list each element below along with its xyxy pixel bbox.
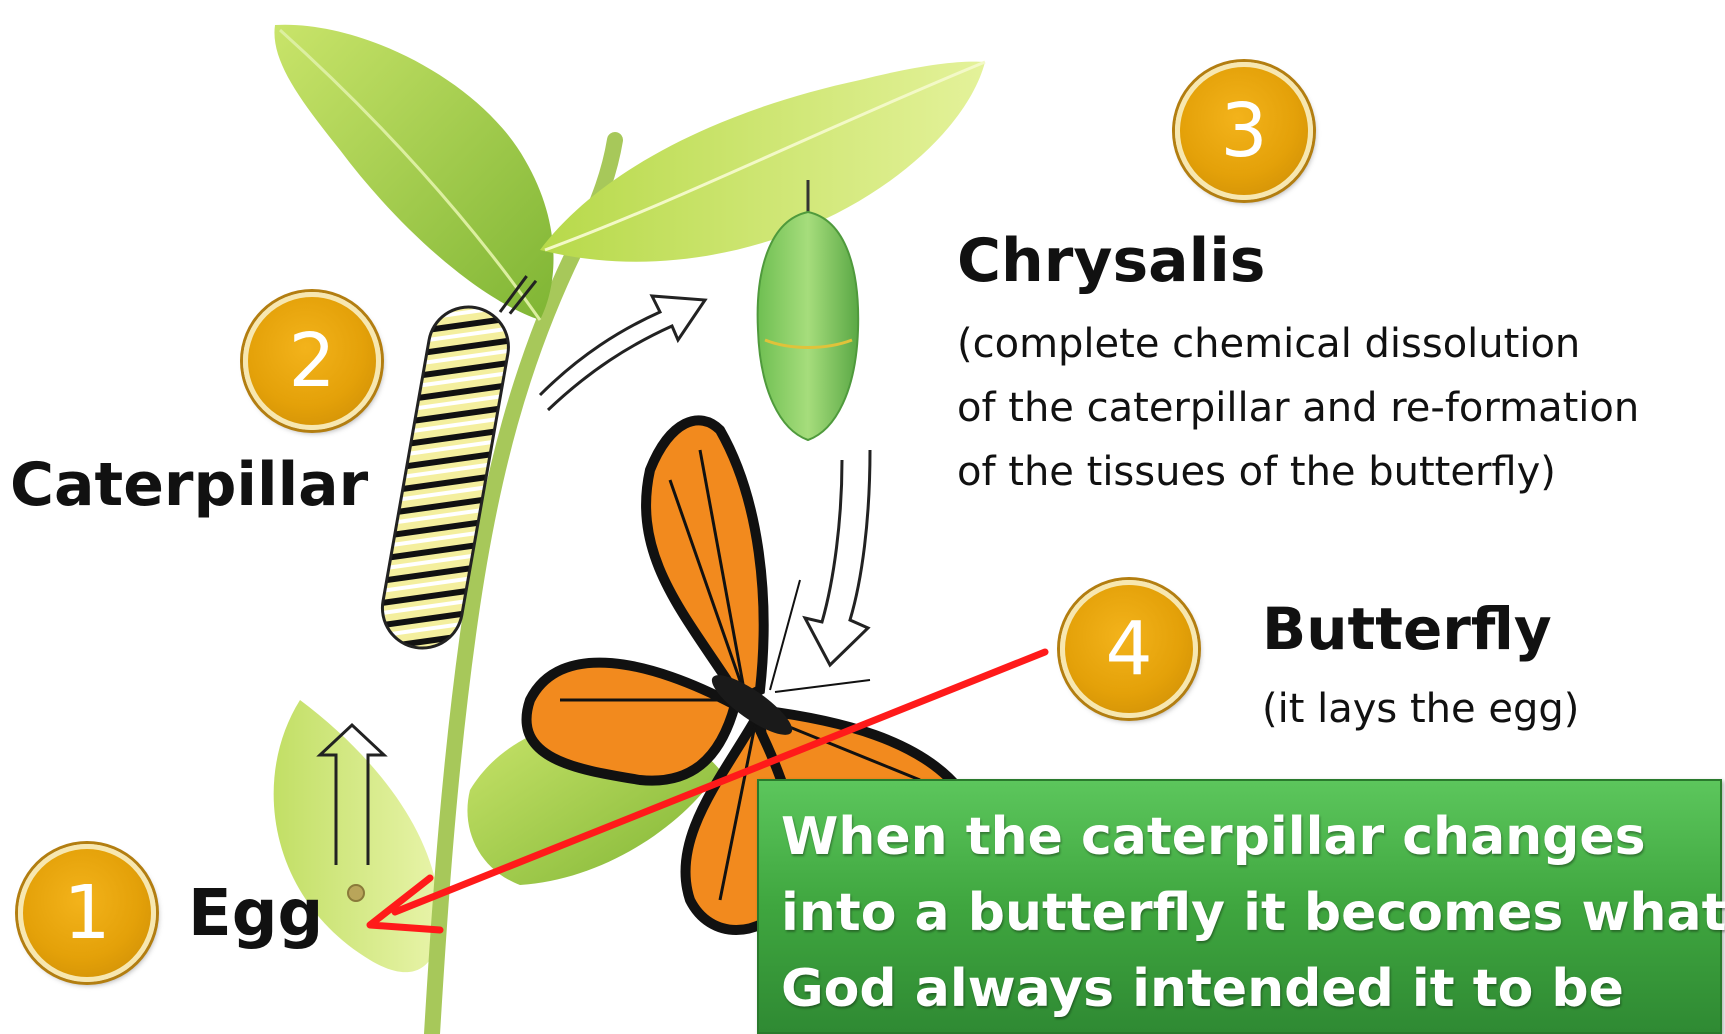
arrow-caterpillar-to-chrysalis — [540, 296, 705, 410]
callout-line: God always intended it to be — [781, 951, 1698, 1027]
stage-3-badge: 3 — [1175, 62, 1313, 200]
caterpillar — [376, 261, 536, 657]
top-left-leaf — [274, 25, 553, 320]
stage-2-title: Caterpillar — [10, 450, 368, 520]
stage-3-description-line: (complete chemical dissolution — [957, 312, 1639, 376]
egg — [348, 885, 364, 901]
callout-line: When the caterpillar changes — [781, 799, 1698, 875]
stage-4-title: Butterfly — [1262, 595, 1552, 663]
stage-3-title: Chrysalis — [957, 226, 1266, 296]
callout-line: into a butterfly it becomes what — [781, 875, 1698, 951]
stage-1-title: Egg — [188, 877, 323, 951]
stage-3-description: (complete chemical dissolution of the ca… — [957, 312, 1639, 504]
stage-1-badge: 1 — [18, 844, 156, 982]
stage-4-description: (it lays the egg) — [1262, 684, 1579, 734]
message-callout: When the caterpillar changes into a butt… — [757, 779, 1722, 1034]
arrow-chrysalis-to-butterfly — [805, 450, 870, 665]
stage-2-badge: 2 — [243, 292, 381, 430]
stage-4-badge: 4 — [1060, 580, 1198, 718]
stage-3-description-line: of the tissues of the butterfly) — [957, 440, 1639, 504]
stage-3-description-line: of the caterpillar and re-formation — [957, 376, 1639, 440]
